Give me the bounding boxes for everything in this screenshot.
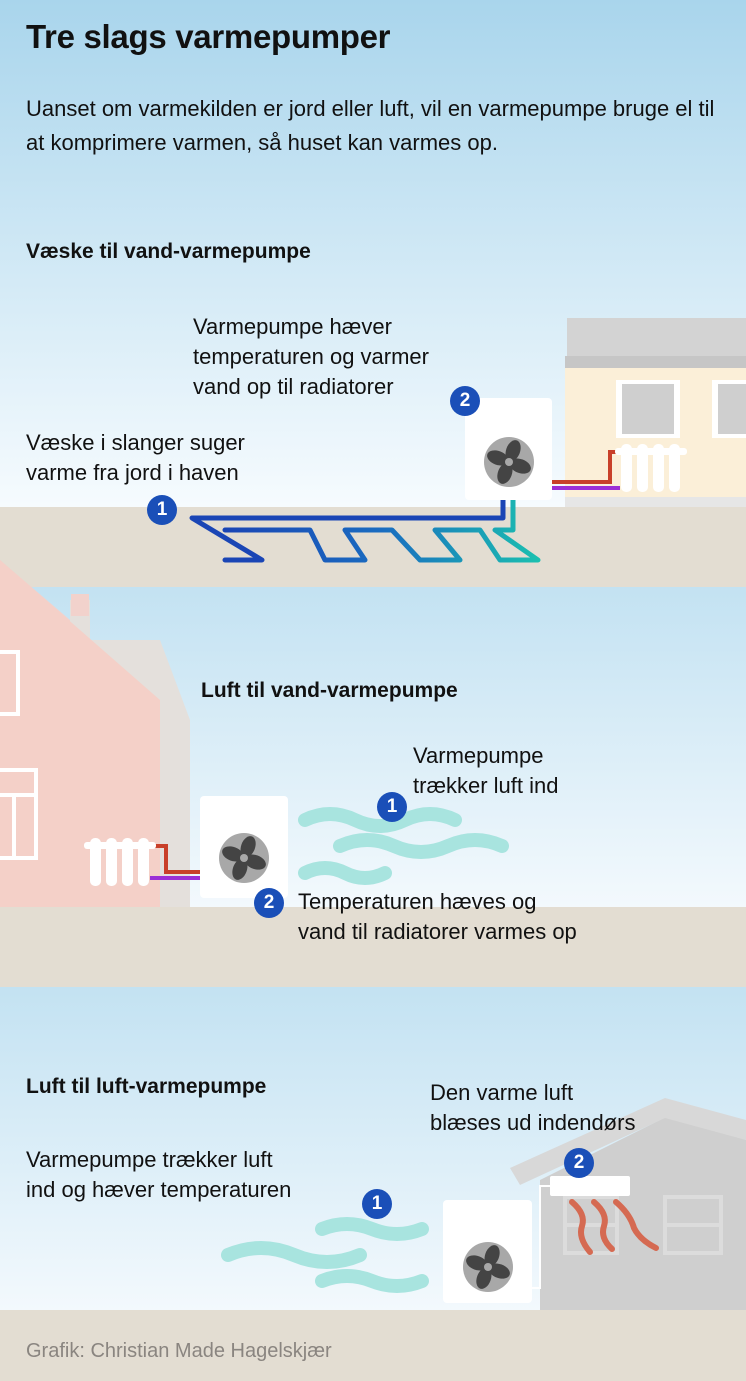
label-line: ind og hæver temperaturen (26, 1177, 292, 1202)
label-line: Varmepumpe trækker luft (26, 1147, 273, 1172)
label-line: Temperaturen hæves og (298, 889, 537, 914)
label-3-1: Varmepumpe trækker luft ind og hæver tem… (26, 1145, 291, 1205)
label-3-2: Den varme luft blæses ud indendørs (430, 1078, 635, 1138)
step-marker-2: 2 (254, 888, 284, 918)
step-marker-1: 1 (377, 792, 407, 822)
step-marker-1: 1 (362, 1189, 392, 1219)
page-title: Tre slags varmepumper (26, 18, 391, 55)
air-waves-2 (298, 807, 509, 885)
heat-pipes-2 (150, 844, 200, 880)
step-marker-2: 2 (564, 1148, 594, 1178)
label-line: Væske i slanger suger (26, 430, 245, 455)
label-line: Varmepumpe hæver (193, 314, 392, 339)
ground-3 (0, 1310, 746, 1381)
label-line: trækker luft ind (413, 773, 559, 798)
label-line: vand til radiatorer varmes op (298, 919, 577, 944)
credit: Grafik: Christian Made Hagelskjær (26, 1340, 332, 1362)
air-waves-3 (221, 1217, 429, 1293)
fan-icon (463, 1242, 513, 1292)
fan-icon (219, 833, 269, 883)
step-marker-1: 1 (147, 495, 177, 525)
ground-pipes (189, 497, 541, 563)
intro-text: Uanset om varmekilden er jord eller luft… (26, 96, 715, 155)
label-1-2: Varmepumpe hæver temperaturen og varmer … (193, 312, 429, 402)
fan-icon (484, 437, 534, 487)
label-2-1: Varmepumpe trækker luft ind (413, 741, 559, 801)
label-line: vand op til radiatorer (193, 374, 394, 399)
label-line: Varmepumpe (413, 743, 544, 768)
house-1 (565, 318, 746, 507)
section-heading-2: Luft til vand-varmepumpe (201, 679, 458, 702)
label-2-2: Temperaturen hæves og vand til radiatore… (298, 887, 577, 947)
section-heading-1: Væske til vand-varmepumpe (26, 240, 311, 263)
section-heading-3: Luft til luft-varmepumpe (26, 1075, 267, 1098)
label-line: Den varme luft (430, 1080, 574, 1105)
label-line: temperaturen og varmer (193, 344, 429, 369)
ground-2 (0, 907, 746, 987)
label-1-1: Væske i slanger suger varme fra jord i h… (26, 428, 245, 488)
label-line: varme fra jord i haven (26, 460, 239, 485)
indoor-unit (550, 1176, 630, 1196)
house-2 (0, 560, 190, 907)
step-marker-2: 2 (450, 386, 480, 416)
label-line: blæses ud indendørs (430, 1110, 636, 1135)
warm-air (569, 1199, 659, 1255)
